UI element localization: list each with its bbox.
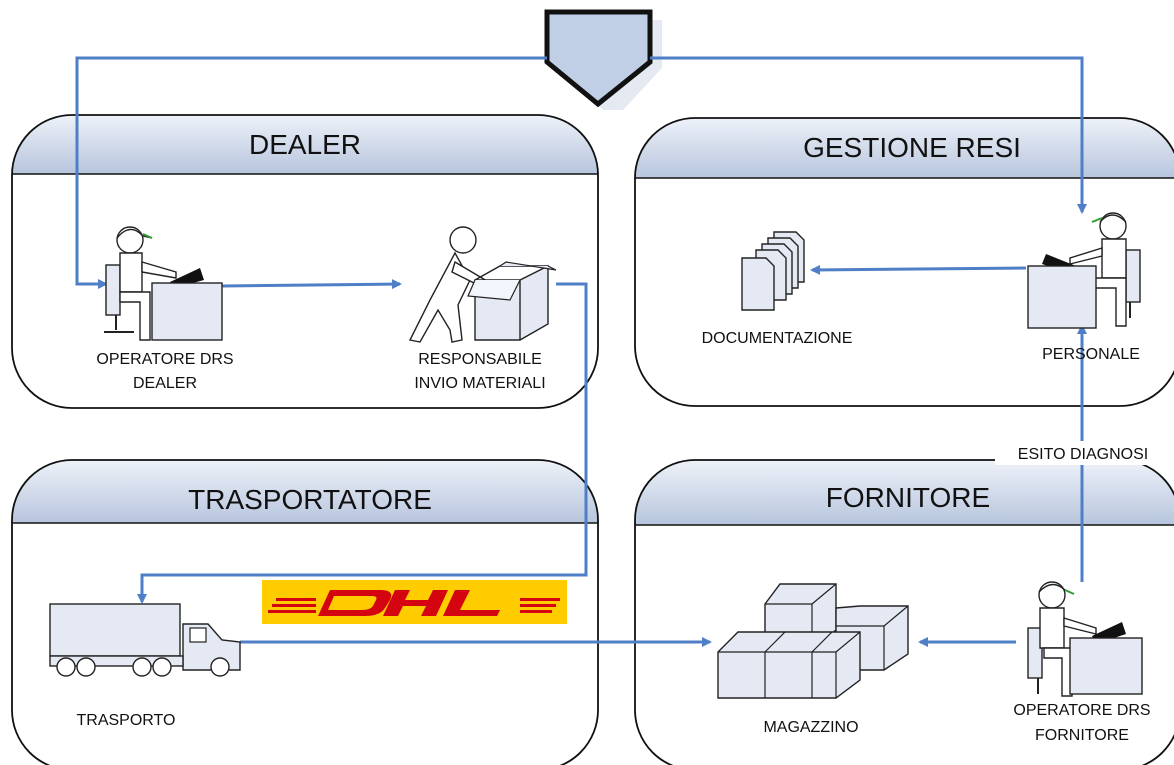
warehouse-boxes-icon [717, 583, 909, 699]
label-operatore-fornitore-line1: OPERATORE DRS [1013, 702, 1150, 719]
label-trasporto: TRASPORTO [77, 712, 176, 729]
operatore-dealer-icon [104, 226, 223, 341]
truck-icon [49, 603, 241, 677]
personale-icon [1027, 212, 1141, 329]
documentation-icon [741, 231, 805, 311]
label-responsabile-line1: RESPONSABILE [418, 351, 542, 368]
off-page-connector-icon [544, 9, 662, 110]
panel-title-gestione-resi: GESTIONE RESI [803, 132, 1021, 163]
label-magazzino: MAGAZZINO [763, 719, 858, 736]
panel-title-fornitore: FORNITORE [826, 482, 990, 513]
dhl-logo [262, 580, 567, 624]
panel-title-dealer: DEALER [249, 129, 361, 160]
label-esito-diagnosi: ESITO DIAGNOSI [1018, 446, 1148, 463]
panel-title-trasportatore: TRASPORTATORE [188, 484, 432, 515]
responsabile-box-icon [408, 226, 557, 343]
connector-personale-to-documentazione [810, 264, 1027, 275]
label-operatore-dealer-line2: DEALER [133, 375, 197, 392]
label-operatore-dealer-line1: OPERATORE DRS [96, 351, 233, 368]
label-responsabile-line2: INVIO MATERIALI [414, 375, 545, 392]
connector-start-to-personale [650, 56, 1087, 214]
connector-responsabile-to-trasporto [137, 282, 588, 604]
connector-operatore-to-responsabile [221, 279, 402, 290]
label-personale: PERSONALE [1042, 346, 1140, 363]
connector-start-to-operatore-dealer [75, 56, 547, 289]
label-documentazione: DOCUMENTAZIONE [702, 330, 853, 347]
operatore-fornitore-icon [1027, 581, 1143, 697]
label-operatore-fornitore-line2: FORNITORE [1035, 727, 1129, 744]
